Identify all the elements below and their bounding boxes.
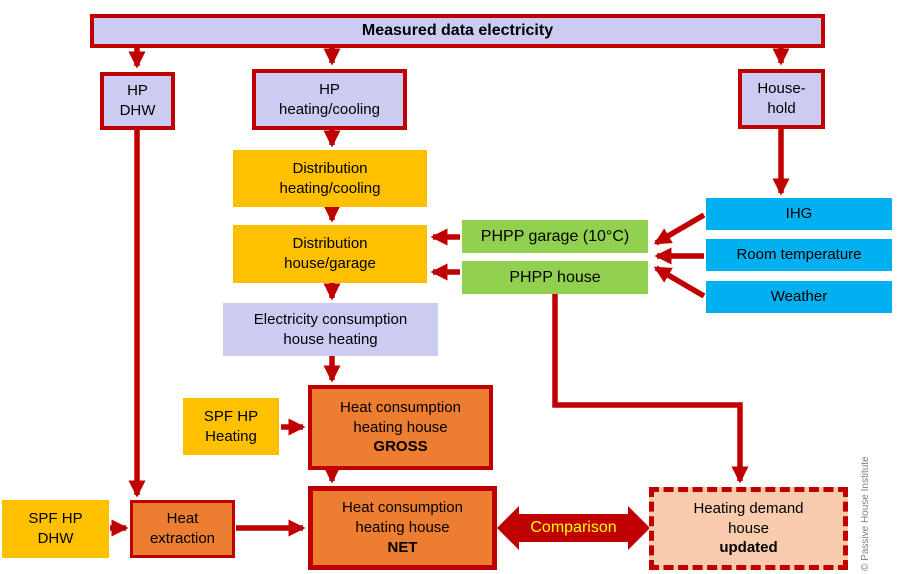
node-label: Distribution: [292, 159, 368, 177]
node-label-emphasis: updated: [719, 539, 778, 557]
node-label: Heat consumption: [340, 398, 461, 416]
node-label: Heating demand: [693, 499, 804, 517]
node-label: HP: [319, 80, 340, 98]
node-label: DHW: [119, 102, 156, 119]
arrow-phpp-house-to-heating-demand: [552, 294, 749, 484]
node-room-temperature: Room temperature: [706, 239, 892, 271]
node-label: Measured data electricity: [361, 22, 554, 40]
node-spf-hp-heating: SPF HP Heating: [183, 398, 279, 455]
node-label: Distribution: [292, 235, 368, 253]
node-phpp-house: PHPP house: [462, 261, 648, 294]
node-label-emphasis: GROSS: [373, 438, 428, 456]
node-label: Electricity consumption: [253, 310, 408, 328]
comparison-double-arrow: [497, 506, 650, 550]
node-label: house: [728, 519, 769, 537]
node-label: Room temperature: [736, 246, 862, 264]
node-label: Heat: [166, 510, 199, 528]
node-hp-heating-cooling: HP heating/cooling: [252, 69, 407, 130]
node-label: heating house: [355, 519, 450, 537]
node-label: SPF HP: [28, 510, 83, 528]
node-label: HP: [127, 82, 148, 100]
node-label-emphasis: NET: [387, 538, 418, 556]
node-heating-demand-updated: Heating demand house updated: [649, 487, 848, 570]
node-label: Weather: [770, 288, 828, 306]
node-label: house/garage: [284, 255, 376, 272]
node-label: hold: [767, 100, 796, 117]
node-heat-extraction: Heat extraction: [130, 500, 235, 558]
node-label: Heat consumption: [342, 499, 463, 517]
copyright-credit: © Passive House Institute: [860, 456, 871, 571]
node-label: house heating: [283, 330, 378, 348]
node-label: extraction: [149, 530, 216, 547]
node-label: House-: [757, 80, 806, 98]
node-phpp-garage: PHPP garage (10°C): [462, 220, 648, 253]
arrow-ihg-to-phpp: [653, 212, 706, 246]
node-ihg: IHG: [706, 198, 892, 230]
node-label: PHPP garage (10°C): [480, 227, 630, 245]
node-label: DHW: [37, 530, 74, 547]
node-distribution-heating-cooling: Distribution heating/cooling: [233, 150, 427, 207]
node-distribution-house-garage: Distribution house/garage: [233, 225, 427, 283]
node-household: House- hold: [738, 69, 825, 129]
node-label: heating/cooling: [279, 179, 381, 197]
node-label: PHPP house: [509, 268, 601, 286]
node-spf-hp-dhw: SPF HP DHW: [2, 500, 109, 558]
node-label: Heating: [205, 427, 257, 445]
arrow-weather-to-phpp: [653, 265, 706, 299]
node-measured-data-electricity: Measured data electricity: [90, 14, 825, 48]
node-heat-consumption-net: Heat consumption heating house NET: [308, 486, 497, 570]
comparison-arrow-label: Comparison: [530, 519, 617, 536]
node-label: IHG: [785, 205, 813, 223]
node-electricity-consumption-house-heating: Electricity consumption house heating: [223, 303, 438, 356]
node-heat-consumption-gross: Heat consumption heating house GROSS: [308, 385, 493, 470]
node-label: heating/cooling: [279, 100, 380, 118]
node-label: SPF HP: [203, 407, 259, 425]
node-label: heating house: [353, 418, 448, 436]
node-hp-dhw: HP DHW: [100, 72, 175, 130]
node-weather: Weather: [706, 281, 892, 313]
